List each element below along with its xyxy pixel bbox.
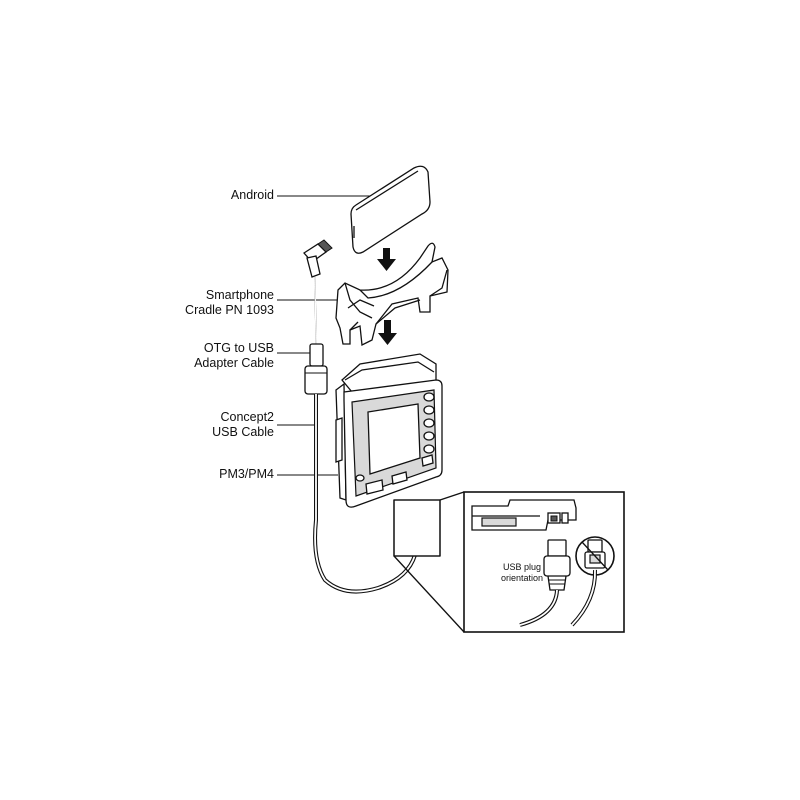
label-cradle-line2: Cradle PN 1093 — [185, 303, 274, 317]
inset-panel — [463, 491, 625, 633]
label-cradle-line1: Smartphone — [205, 288, 274, 302]
leader-lines — [277, 195, 378, 476]
android-phone — [350, 165, 431, 254]
label-usb-cable: Concept2 USB Cable — [170, 410, 274, 440]
inset-caption: USB plug orientation — [494, 562, 550, 584]
inset-caption-line2: orientation — [500, 573, 544, 583]
inset-caption-line1: USB plug — [502, 562, 542, 572]
usb-plug-correct — [519, 539, 571, 627]
label-otg: OTG to USB Adapter Cable — [170, 341, 274, 371]
label-otg-line1: OTG to USB — [203, 341, 274, 355]
label-usb-cable-line1: Concept2 — [220, 410, 274, 424]
smartphone-cradle — [335, 242, 449, 347]
pm-monitor — [335, 353, 443, 508]
otg-adapter-cable — [303, 239, 333, 395]
label-cradle: Smartphone Cradle PN 1093 — [170, 288, 274, 318]
usb-plug-incorrect — [570, 536, 615, 627]
label-monitor: PM3/PM4 — [219, 467, 274, 481]
monitor-buttons — [355, 392, 435, 482]
label-usb-cable-line2: USB Cable — [212, 425, 274, 439]
arrow-phone-to-cradle — [377, 248, 396, 271]
label-otg-line2: Adapter Cable — [194, 356, 274, 370]
inset-callout-lines — [393, 491, 465, 633]
label-android: Android — [230, 188, 274, 202]
arrow-cradle-to-monitor — [378, 320, 397, 345]
